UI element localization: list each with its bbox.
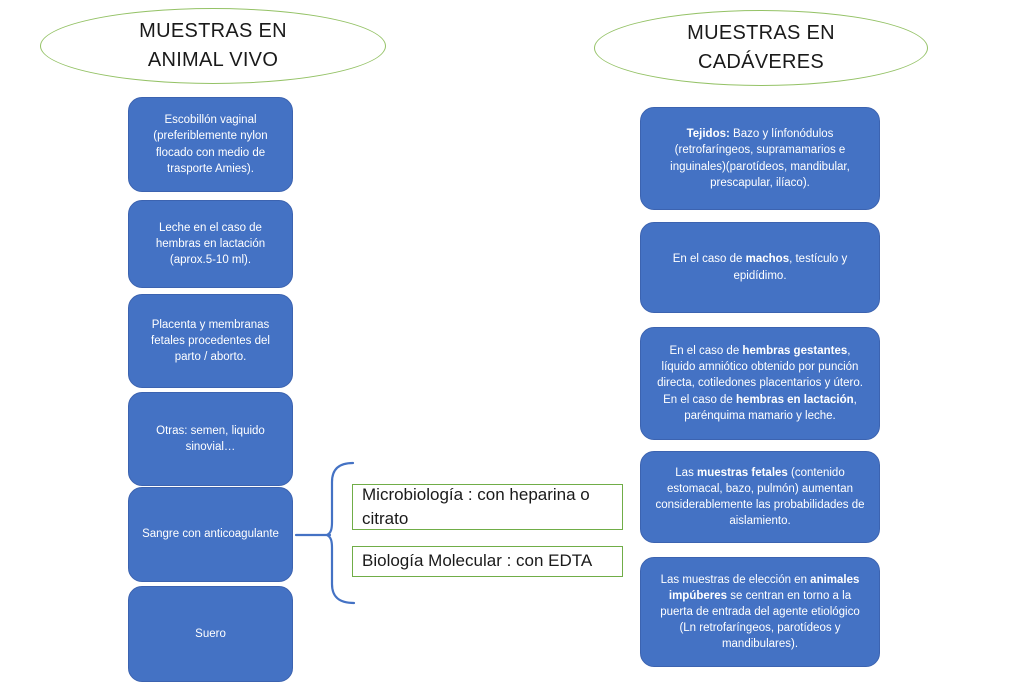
box-suero: Suero — [128, 586, 293, 682]
title-ellipse-animal-vivo: MUESTRAS EN ANIMAL VIVO — [40, 8, 386, 84]
box-hembras-gestantes: En el caso de hembras gestantes, líquido… — [640, 327, 880, 440]
box-sangre-anticoagulante: Sangre con anticoagulante — [128, 487, 293, 582]
box-escobillon-vaginal: Escobillón vaginal (preferiblemente nylo… — [128, 97, 293, 192]
title-line: MUESTRAS EN — [139, 20, 287, 42]
curly-brace — [324, 461, 356, 605]
box-placenta-membranas: Placenta y membranas fetales procedentes… — [128, 294, 293, 388]
box-machos: En el caso de machos, testículo y epidíd… — [640, 222, 880, 313]
note-microbiologia: Microbiología : con heparina o citrato — [352, 484, 623, 530]
note-biologia-molecular: Biología Molecular : con EDTA — [352, 546, 623, 577]
box-otras-semen: Otras: semen, liquido sinovial… — [128, 392, 293, 486]
box-muestras-fetales: Las muestras fetales (contenido estomaca… — [640, 451, 880, 543]
box-tejidos: Tejidos: Bazo y línfonódulos (retrofarín… — [640, 107, 880, 210]
box-animales-impuberes: Las muestras de elección en animales imp… — [640, 557, 880, 667]
title-line: MUESTRAS EN — [687, 22, 835, 44]
title-line: CADÁVERES — [697, 51, 825, 73]
title-ellipse-cadaveres: MUESTRAS EN CADÁVERES — [594, 10, 928, 86]
box-leche-lactacion: Leche en el caso de hembras en lactación… — [128, 200, 293, 288]
title-line: ANIMAL VIVO — [147, 49, 279, 71]
